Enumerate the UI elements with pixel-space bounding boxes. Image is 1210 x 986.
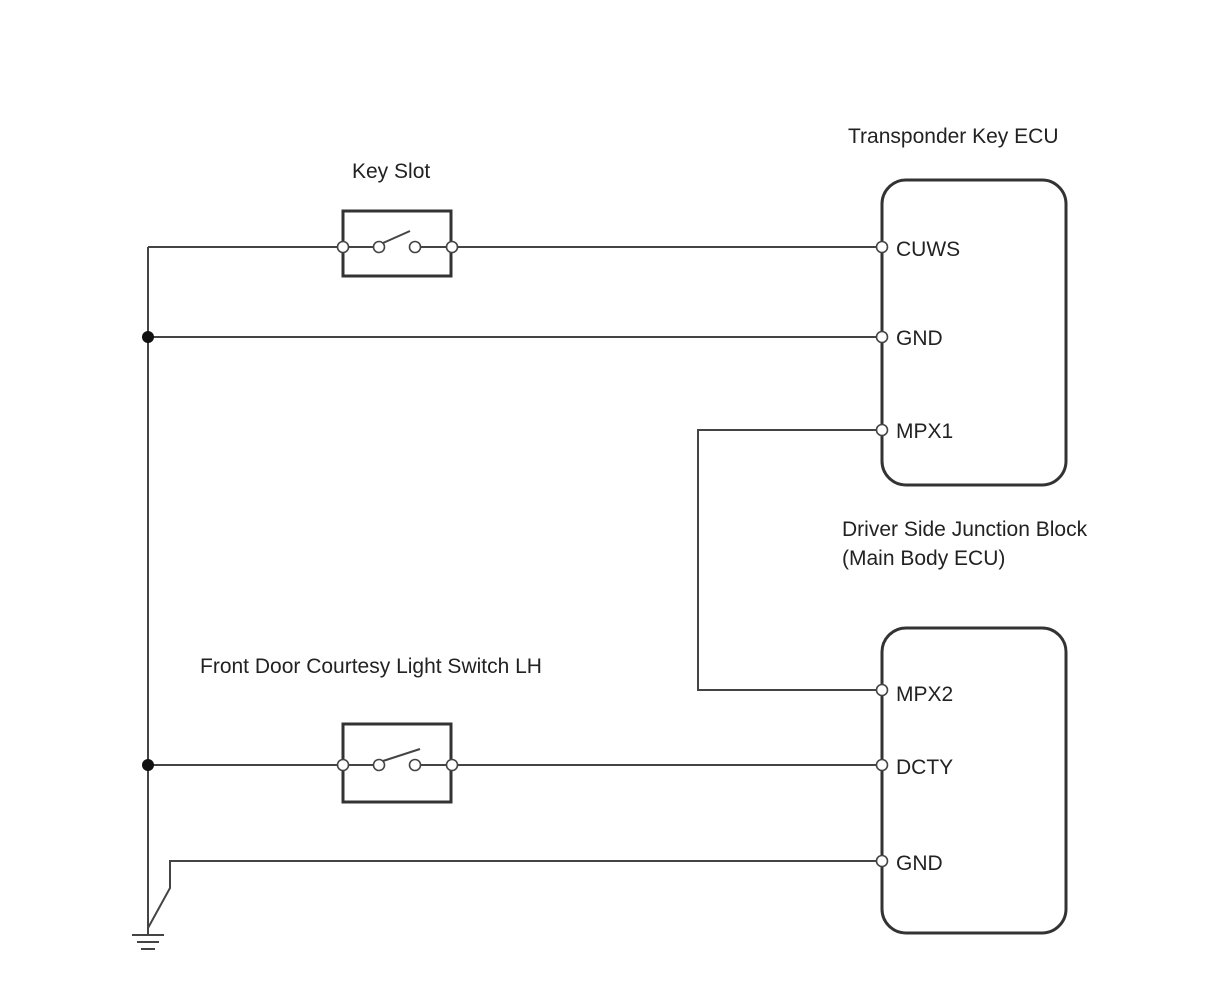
junction-block-label-line1: Driver Side Junction Block [842, 518, 1088, 541]
pin-cuws-label: CUWS [896, 238, 960, 261]
junction-block-box [880, 626, 1068, 935]
wire-junction-gnd [147, 860, 877, 929]
pin-junction-gnd-label: GND [896, 852, 943, 875]
pin-transponder-gnd-label: GND [896, 327, 943, 350]
pin-mpx1-terminal [875, 423, 889, 437]
key-slot-terminal-right [445, 240, 459, 254]
transponder-ecu-label: Transponder Key ECU [848, 125, 1058, 148]
door-switch-contact-left [372, 758, 386, 772]
pin-cuws-terminal [875, 240, 889, 254]
key-slot-contact-left [372, 240, 386, 254]
wire-mpx [697, 429, 877, 691]
pin-transponder-gnd-terminal [875, 330, 889, 344]
door-switch-label: Front Door Courtesy Light Switch LH [200, 655, 542, 678]
junction-dot-lower [142, 759, 154, 771]
key-slot-contact-arm [382, 230, 411, 244]
door-switch-contact-arm [382, 748, 421, 762]
pin-mpx1-label: MPX1 [896, 420, 953, 443]
key-slot-contact-right [408, 240, 422, 254]
wires [132, 230, 877, 950]
pin-dcty-label: DCTY [896, 756, 953, 779]
key-slot-label: Key Slot [352, 160, 430, 183]
door-switch-contact-right [408, 758, 422, 772]
key-slot-terminal-left [336, 240, 350, 254]
pin-mpx2-label: MPX2 [896, 683, 953, 706]
pin-mpx2-terminal [875, 683, 889, 697]
door-switch-terminal-left [336, 758, 350, 772]
junction-dot-upper [142, 331, 154, 343]
door-switch-box [341, 722, 453, 804]
pin-dcty-terminal [875, 758, 889, 772]
junction-block-label-line2: (Main Body ECU) [842, 547, 1005, 570]
pin-junction-gnd-terminal [875, 854, 889, 868]
door-switch-terminal-right [445, 758, 459, 772]
key-slot-switch-box [341, 209, 453, 278]
